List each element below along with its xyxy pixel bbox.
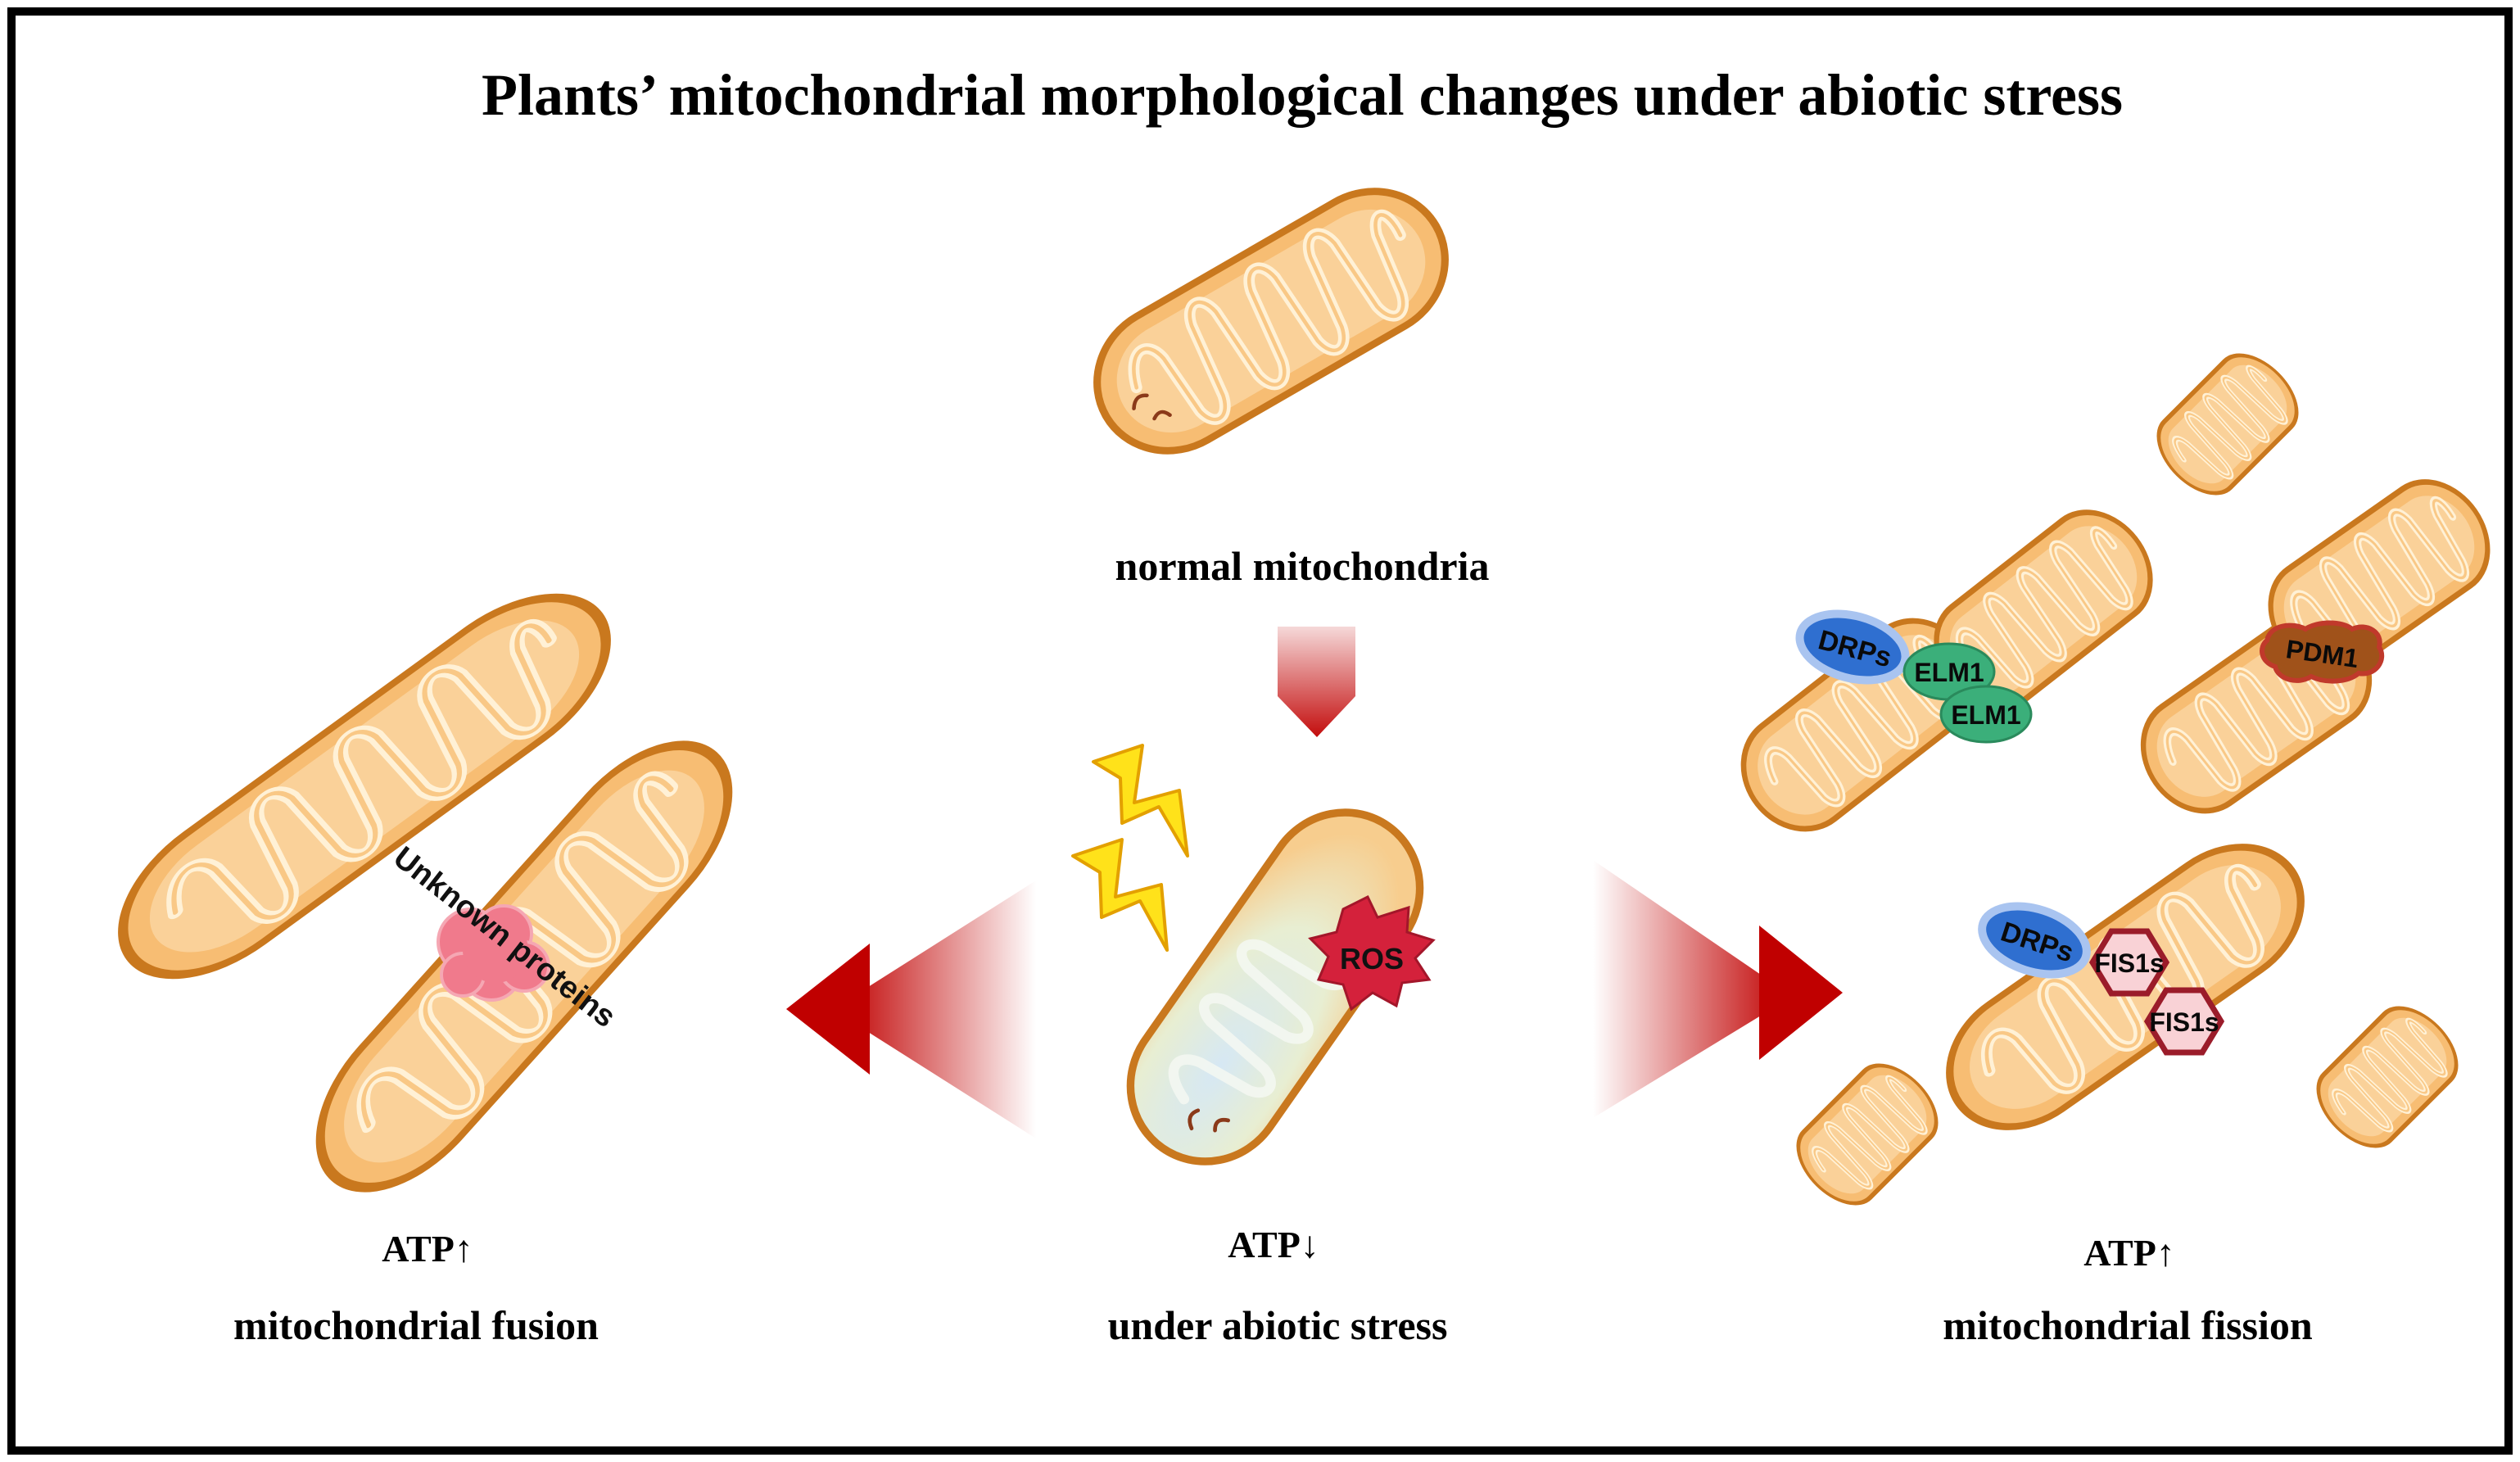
atp-stress-label: ATP↓ [1228, 1224, 1319, 1265]
drps-top-protein [1795, 609, 1910, 685]
normal-mitochondrion [1070, 164, 1472, 478]
diagram-title: Plants’ mitochondrial morphological chan… [482, 62, 2123, 128]
fis1s-protein-b [2143, 987, 2225, 1056]
drps-bottom-protein [1978, 902, 2091, 979]
fis1s-protein-a [2088, 928, 2170, 997]
stressed-mitochondrion [1126, 808, 1424, 1166]
elm1-label-b: ELM1 [1951, 700, 2020, 730]
atp-fission-label: ATP↑ [2083, 1232, 2175, 1274]
fis1s-label-b: FIS1s [2149, 1007, 2219, 1037]
atp-fusion-label: ATP↑ [382, 1228, 473, 1270]
down-arrow [1278, 627, 1355, 737]
unknown-proteins-cluster [437, 904, 550, 1002]
lightning-icon [1071, 744, 1189, 952]
under-abiotic-stress-label: under abiotic stress [1108, 1302, 1448, 1348]
right-arrow [1593, 860, 1843, 1118]
left-arrow [786, 880, 1036, 1138]
pdm1-protein [2260, 620, 2385, 684]
fis1s-label-a: FIS1s [2094, 948, 2164, 978]
mitochondrial-fusion-label: mitochondrial fusion [233, 1302, 599, 1348]
mitochondrial-fission-label: mitochondrial fission [1943, 1302, 2313, 1348]
normal-mitochondria-label: normal mitochondria [1115, 543, 1490, 589]
elm1-label-a: ELM1 [1914, 658, 1984, 687]
ros-label: ROS [1340, 942, 1404, 975]
ros-burst-icon [1308, 894, 1436, 1012]
elm1-protein-b [1939, 685, 2033, 744]
